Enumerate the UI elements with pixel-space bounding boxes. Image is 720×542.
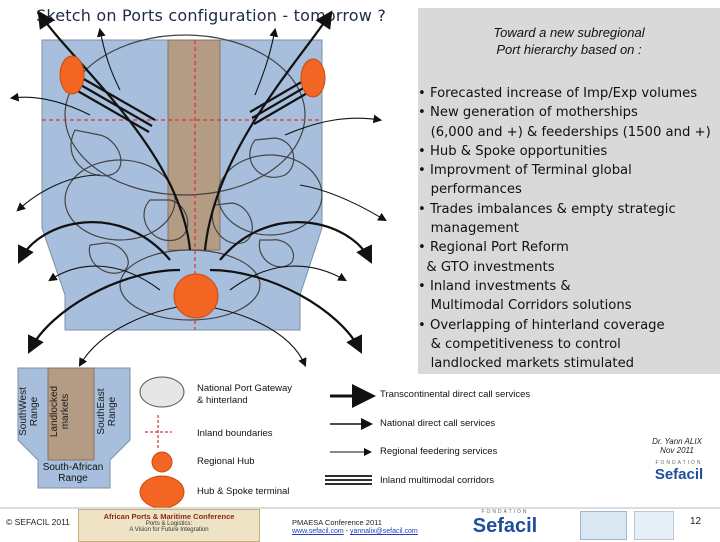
conference-sub2: A Vision for Future Integration — [129, 527, 209, 533]
transcontinental-services — [18, 10, 372, 354]
sefacil-wordmark-small: Sefacil — [654, 466, 704, 483]
legend-hub-spoke: Hub & Spoke terminal — [197, 486, 290, 497]
legend-inland-boundaries: Inland boundaries — [197, 428, 273, 439]
bullet-line: • Hub & Spoke opportunities — [418, 143, 608, 159]
sefacil-main-logo: FONDATION Sefacil — [460, 509, 550, 540]
bullet-list: • Forecasted increase of Imp/Exp volumes… — [418, 84, 720, 373]
landlocked-line1: Landlocked — [49, 385, 60, 438]
hierarchy-panel: Toward a new subregional Port hierarchy … — [418, 8, 720, 374]
fondation-label-small: FONDATION — [655, 460, 703, 466]
partner-logo-1 — [580, 511, 627, 540]
landlocked-markets-label: Landlocked markets — [49, 369, 71, 454]
panel-heading: Toward a new subregional Port hierarchy … — [418, 24, 720, 58]
south-african-range-label: South-African Range — [30, 462, 116, 484]
regional-hubs — [59, 55, 326, 319]
bullet-line: landlocked markets stimulated — [418, 356, 635, 372]
legend-regional-feedering: Regional feedering services — [380, 446, 498, 457]
bullet-line: & competitiveness to control — [418, 336, 621, 352]
author-name: Dr. Yann ALIX — [652, 437, 702, 446]
south-african-line1: South-African — [42, 462, 104, 473]
conference-title: African Ports & Maritime Conference — [103, 512, 235, 521]
bullet-line: (6,000 and +) & feederships (1500 and +) — [418, 124, 711, 140]
multimodal-corridors — [75, 77, 310, 133]
author-credit: Dr. Yann ALIX Nov 2011 — [652, 437, 702, 455]
bullet-line: Multimodal Corridors solutions — [418, 298, 632, 314]
page-number: 12 — [690, 516, 702, 527]
south-african-line2: Range — [58, 473, 88, 484]
gateway-line1: National Port Gateway — [197, 383, 293, 394]
legend-transcontinental: Transcontinental direct call services — [380, 389, 531, 400]
bullet-line: • Overlapping of hinterland coverage — [418, 317, 665, 333]
southeast-line1: SouthEast — [96, 388, 107, 435]
bullet-line: • Regional Port Reform — [418, 240, 569, 256]
bullet-line: • Forecasted increase of Imp/Exp volumes — [418, 86, 698, 101]
partner-logo-2 — [634, 511, 674, 540]
bullet-line: performances — [418, 182, 522, 198]
bullet-line: management — [418, 221, 519, 237]
landlocked-corridor — [167, 39, 221, 251]
bullet-line: & GTO investments — [418, 259, 555, 275]
conference-sub1: Ports & Logistics: — [145, 521, 193, 527]
link-separator: - — [343, 528, 350, 535]
legend-multimodal-corridors: Inland multimodal corridors — [380, 475, 495, 486]
footer-links: www.sefacil.com - yannalix@sefacil.com — [292, 528, 418, 535]
sefacil-website-link[interactable]: www.sefacil.com — [292, 528, 344, 535]
sefacil-wordmark: Sefacil — [472, 515, 538, 537]
national-feedering-services — [9, 27, 387, 368]
southwest-range-label: SouthWest Range — [18, 369, 40, 454]
landlocked-line2: markets — [60, 393, 71, 430]
gateway-line2: & hinterland — [197, 395, 248, 406]
panel-heading-line1: Toward a new subregional — [493, 25, 645, 40]
email-link[interactable]: yannalix@sefacil.com — [349, 528, 418, 535]
sefacil-small-logo: FONDATION Sefacil — [644, 460, 714, 492]
legend-national-gateway: National Port Gateway & hinterland — [197, 383, 292, 407]
pmaesa-conference: PMAESA Conference 2011 — [292, 518, 382, 527]
legend-national-direct: National direct call services — [380, 418, 496, 429]
southeast-line2: Range — [107, 396, 118, 427]
fondation-label: FONDATION — [481, 509, 529, 515]
legend-regional-hub: Regional Hub — [197, 456, 255, 467]
ranges-legend — [17, 367, 131, 489]
bullet-line: • Inland investments & — [418, 278, 571, 294]
southwest-line2: Range — [29, 396, 40, 427]
bullet-line: • New generation of motherships — [418, 105, 638, 121]
bullet-line: • Trades imbalances & empty strategic — [418, 201, 676, 217]
conference-banner: African Ports & Maritime Conference Port… — [78, 509, 260, 542]
panel-heading-line2: Port hierarchy based on : — [496, 42, 642, 57]
copyright: © SEFACIL 2011 — [6, 517, 70, 527]
author-date: Nov 2011 — [660, 446, 694, 455]
page-title: Sketch on Ports configuration - tomorrow… — [36, 6, 387, 25]
southwest-line1: SouthWest — [18, 387, 29, 436]
southeast-range-label: SouthEast Range — [96, 369, 118, 454]
bullet-line: • Improvment of Terminal global — [418, 163, 632, 179]
